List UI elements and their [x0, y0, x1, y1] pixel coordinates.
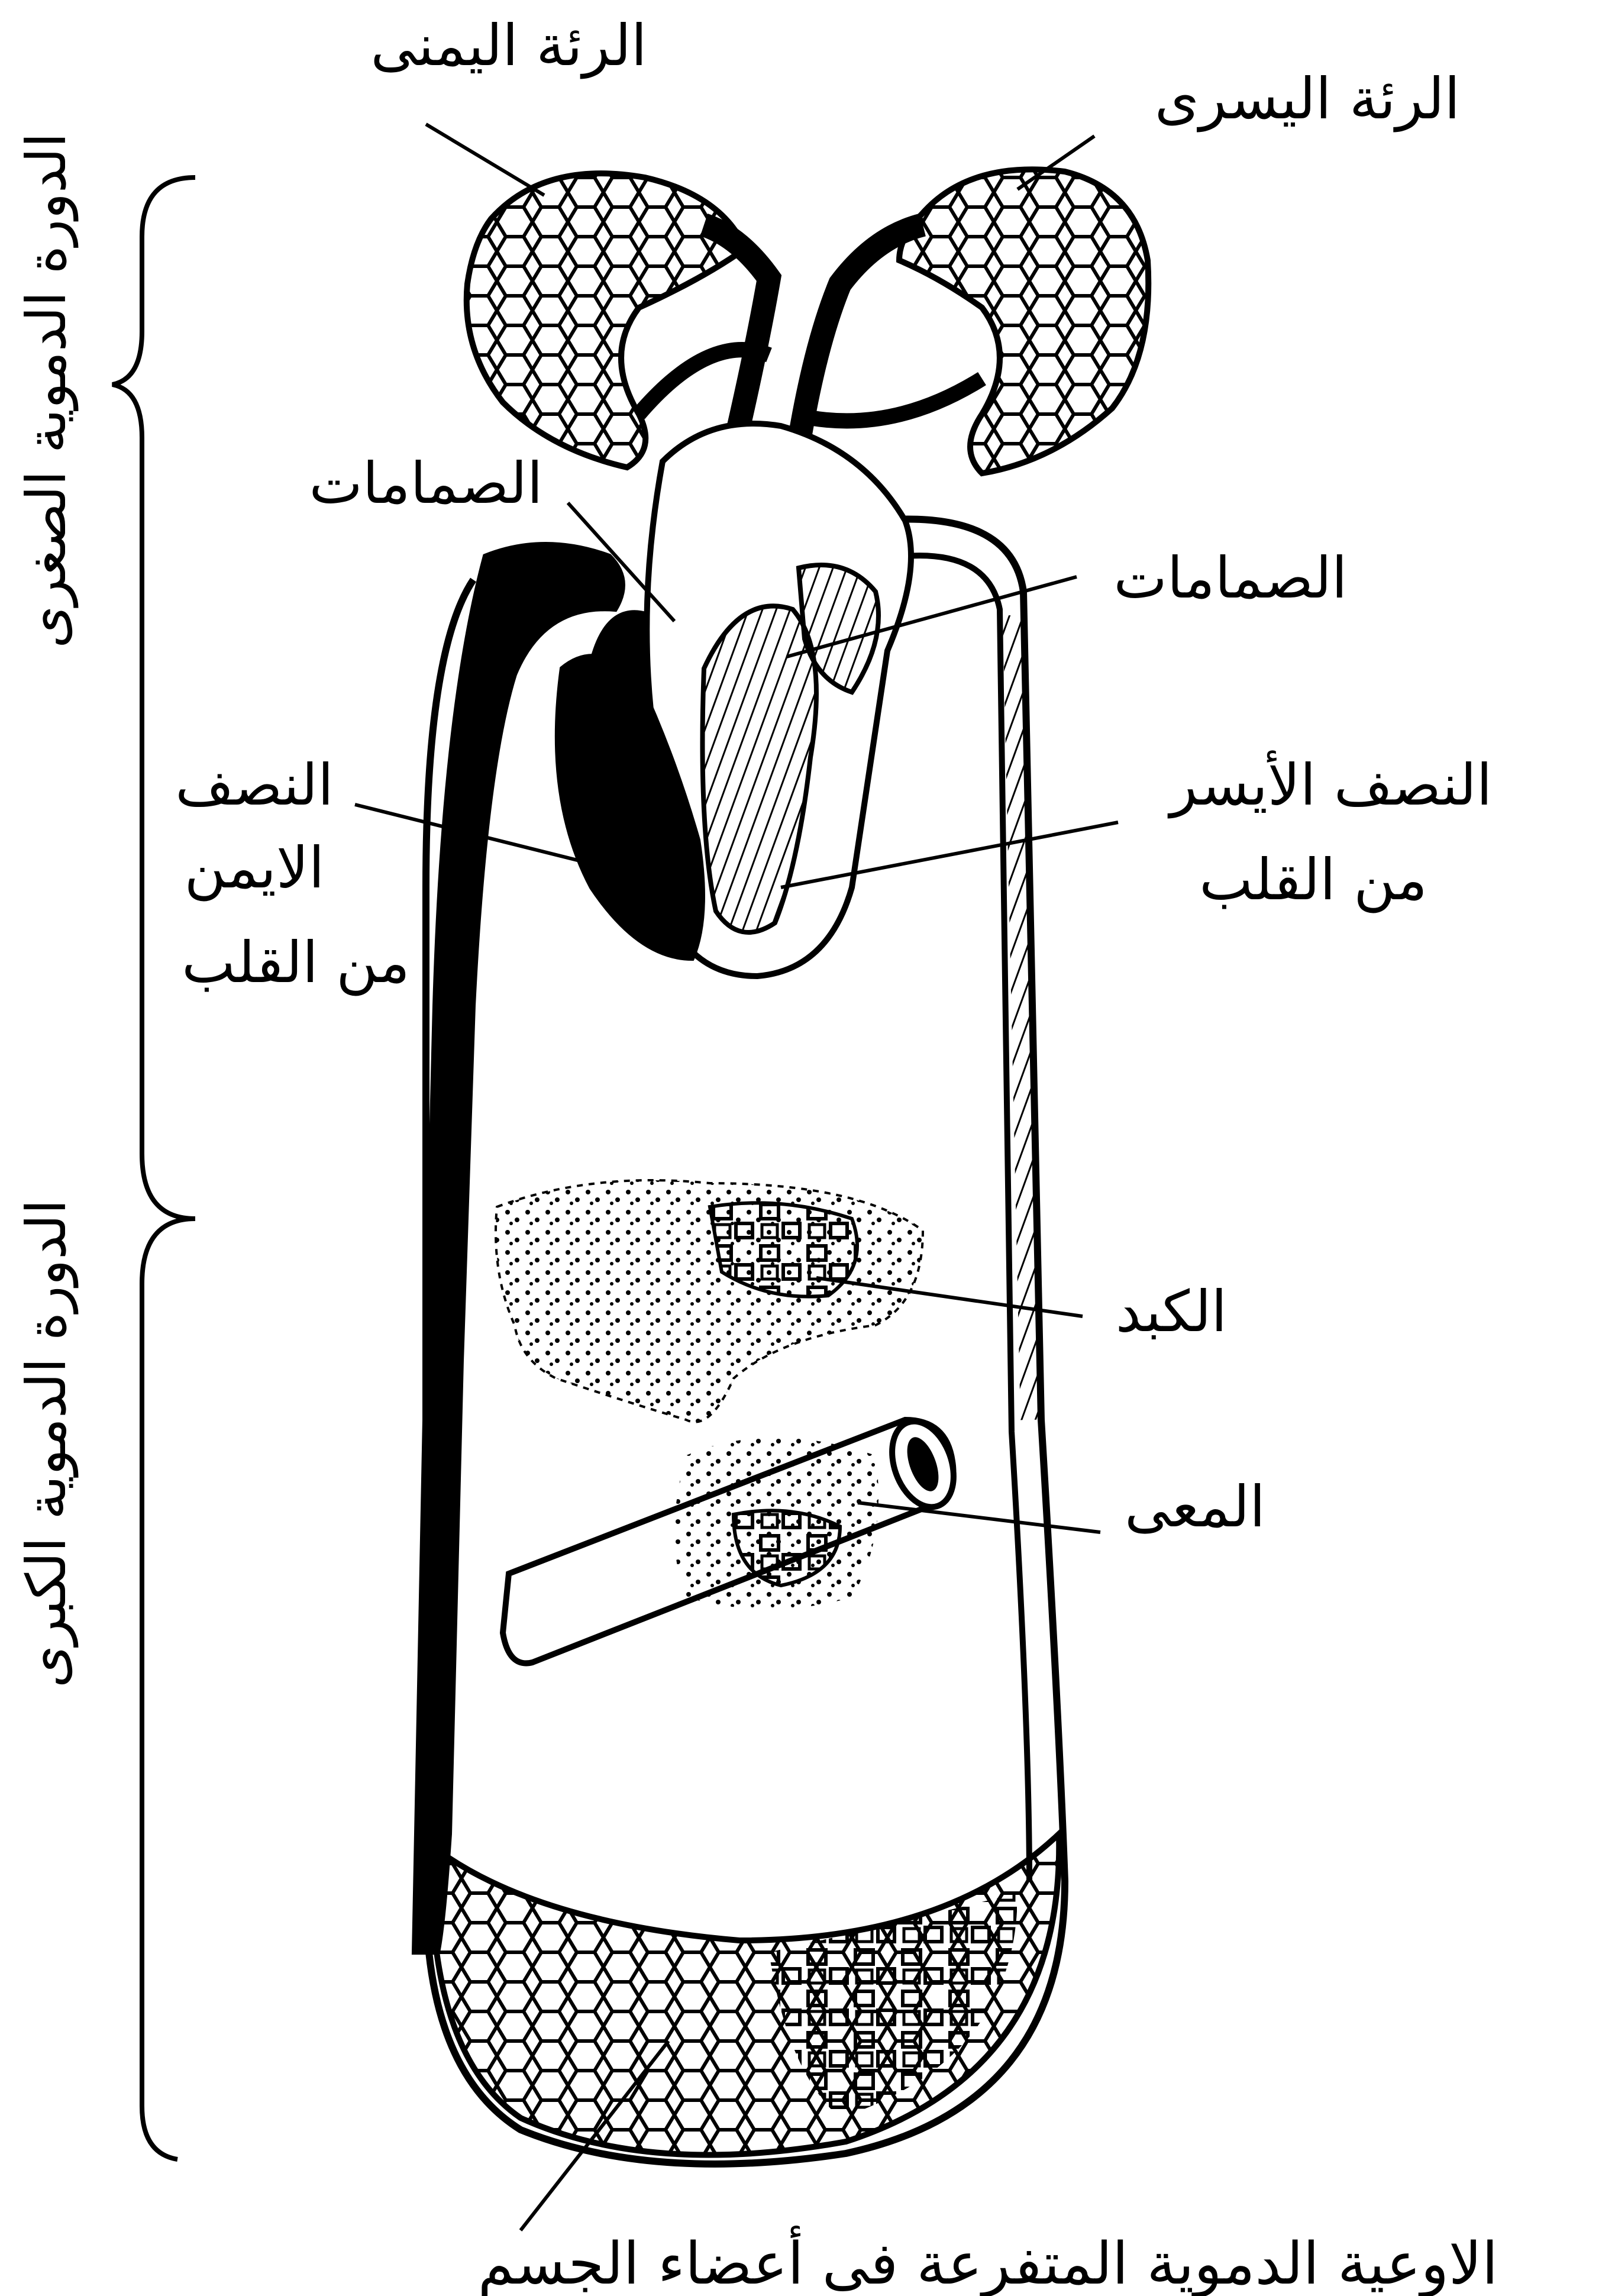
liver	[496, 1180, 923, 1422]
label-pulmonary-circulation: الدورة الدموية الصغرى	[15, 133, 79, 648]
label-right-half-3: من القلب	[182, 929, 410, 996]
systemic-bracket	[142, 1219, 195, 2159]
label-intestine: المعى	[1125, 1474, 1265, 1540]
label-body-vessels: الاوعية الدموية المتفرعة فى أعضاء الجسم	[478, 2226, 1498, 2296]
label-right-half-1: النصف	[175, 752, 334, 818]
right-lung	[467, 173, 745, 467]
intestine	[503, 1413, 965, 1663]
label-right-half-2: الايمن	[185, 835, 325, 902]
label-systemic-circulation: الدورة الدموية الكبرى	[15, 1199, 79, 1688]
label-valves-right: الصمامات	[1114, 545, 1348, 611]
pulmonary-bracket	[112, 177, 195, 1219]
left-lung	[899, 169, 1148, 473]
label-left-half-2: من القلب	[1199, 847, 1427, 913]
label-valves-left: الصمامات	[309, 450, 543, 516]
label-left-lung: الرئة اليسرى	[1155, 66, 1460, 133]
label-right-lung: الرئة اليمنى	[371, 12, 647, 79]
label-liver: الكبد	[1116, 1278, 1227, 1345]
label-left-half-1: النصف الأيسر	[1168, 750, 1493, 819]
